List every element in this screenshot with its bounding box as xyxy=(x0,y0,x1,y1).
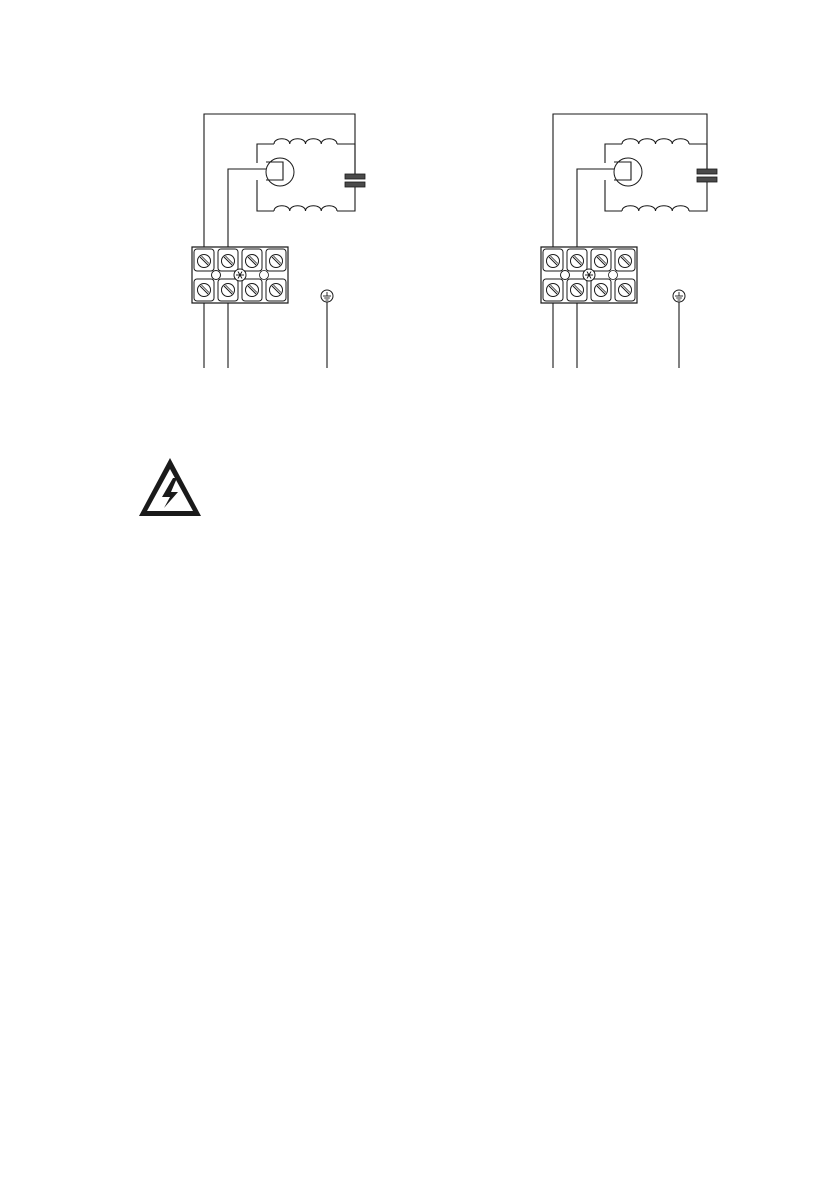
winding-to-capacitor-top xyxy=(689,144,707,169)
high-voltage-warning-icon xyxy=(139,458,201,516)
motor-winding-top xyxy=(274,139,337,144)
terminal-screw-bottom-4 xyxy=(619,284,632,297)
mounting-hole-2 xyxy=(260,271,269,280)
terminal-screw-top-3 xyxy=(246,255,259,268)
wiring-diagram-right xyxy=(541,114,717,368)
terminal-block xyxy=(192,247,288,303)
terminal-screw-bottom-3 xyxy=(595,284,608,297)
mounting-hole-1 xyxy=(561,271,570,280)
supply-wire-to-protector xyxy=(577,169,614,247)
terminal-screw-bottom-2 xyxy=(571,284,584,297)
terminal-screw-top-3 xyxy=(595,255,608,268)
motor-winding-bottom xyxy=(622,206,689,211)
thermal-protector xyxy=(614,158,642,186)
winding-to-capacitor-bottom xyxy=(337,187,355,211)
mounting-hole-1 xyxy=(212,271,221,280)
terminal-screw-bottom-3 xyxy=(246,284,259,297)
winding-lead-top xyxy=(257,144,274,163)
winding-lead-top xyxy=(605,144,622,163)
terminal-screw-bottom-2 xyxy=(222,284,235,297)
capacitor-plate-bottom xyxy=(345,182,365,187)
thermal-protector xyxy=(266,158,294,186)
wiring-diagram-left xyxy=(192,114,365,368)
terminal-screw-top-2 xyxy=(571,255,584,268)
mounting-hole-2 xyxy=(609,271,618,280)
terminal-block xyxy=(541,247,637,303)
winding-to-capacitor-top xyxy=(337,144,355,174)
winding-lead-bottom xyxy=(605,180,622,211)
ground-symbol xyxy=(321,290,333,302)
terminal-screw-top-4 xyxy=(619,255,632,268)
terminal-screw-bottom-1 xyxy=(198,284,211,297)
capacitor-plate-top xyxy=(697,169,717,174)
winding-to-capacitor-bottom xyxy=(689,182,707,211)
terminal-screw-bottom-4 xyxy=(270,284,283,297)
motor-winding-top xyxy=(622,139,689,144)
capacitor-plate-top xyxy=(345,174,365,179)
terminal-screw-top-1 xyxy=(198,255,211,268)
capacitor-plate-bottom xyxy=(697,177,717,182)
terminal-screw-top-4 xyxy=(270,255,283,268)
terminal-screw-top-2 xyxy=(222,255,235,268)
winding-lead-bottom xyxy=(257,180,274,211)
ground-symbol xyxy=(673,290,685,302)
supply-wire-to-protector xyxy=(228,169,266,247)
run-capacitor xyxy=(345,174,365,187)
terminal-screw-bottom-1 xyxy=(547,284,560,297)
motor-winding-bottom xyxy=(274,206,337,211)
terminal-screw-top-1 xyxy=(547,255,560,268)
run-capacitor xyxy=(697,169,717,182)
